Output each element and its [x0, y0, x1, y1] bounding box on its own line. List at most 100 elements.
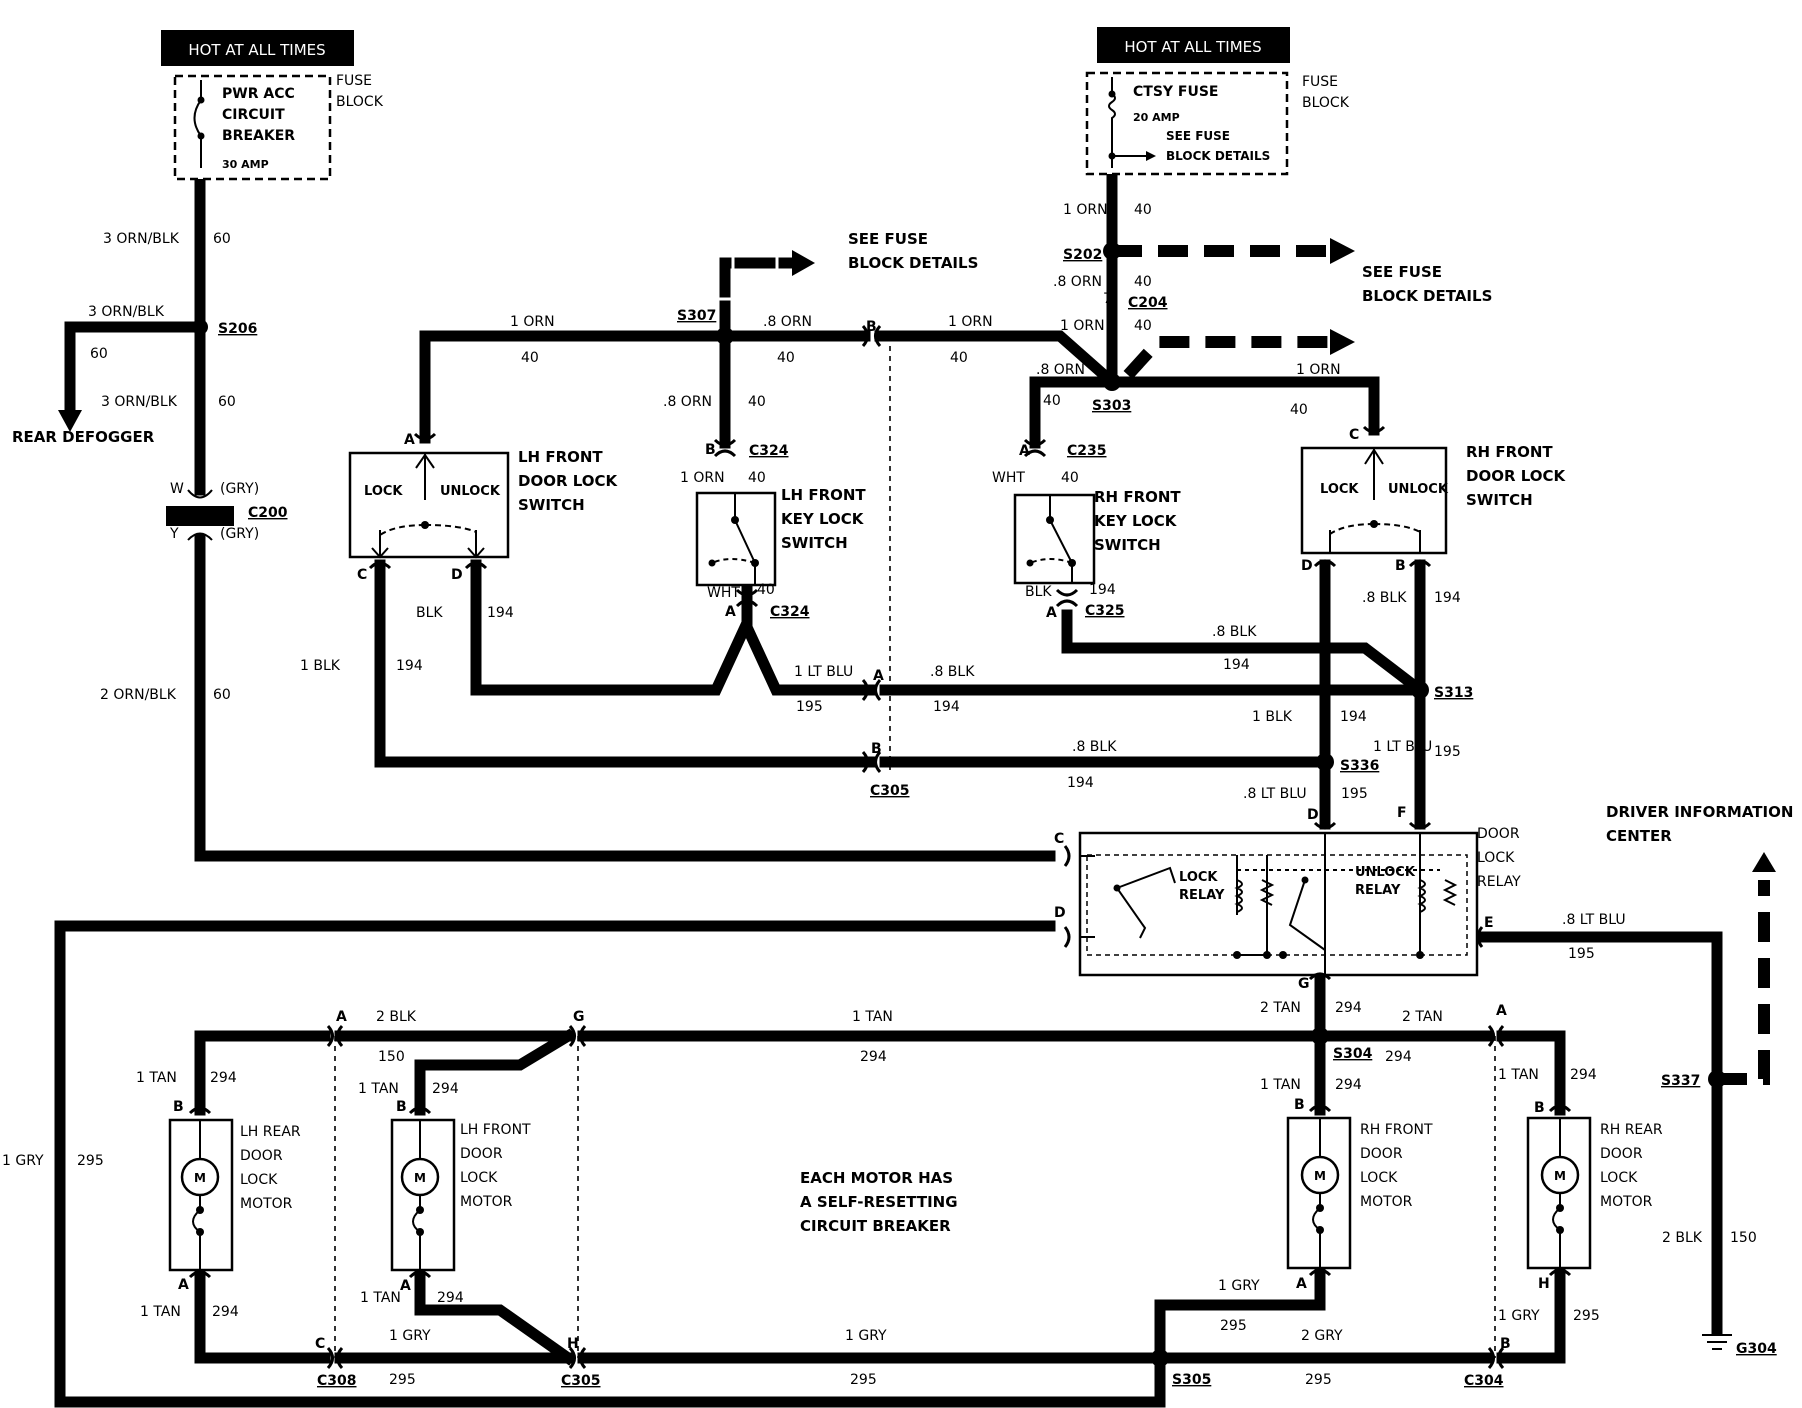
svg-text:2 TAN: 2 TAN — [1402, 1009, 1443, 1025]
svg-text:1 ORN: 1 ORN — [1063, 202, 1108, 218]
wire-40-s303-out — [1123, 336, 1330, 380]
svg-text:194: 194 — [1434, 590, 1461, 606]
svg-text:194: 194 — [1223, 657, 1250, 673]
svg-text:.8 BLK: .8 BLK — [1212, 624, 1257, 640]
svg-text:B: B — [1294, 1097, 1305, 1113]
svg-text:.8 LT BLU: .8 LT BLU — [1243, 786, 1307, 802]
svg-text:294: 294 — [1385, 1049, 1412, 1065]
svg-text:B: B — [1500, 1336, 1511, 1352]
svg-text:295: 295 — [77, 1153, 104, 1169]
svg-text:A: A — [725, 604, 736, 620]
pwr-acc-rating: 30 AMP — [222, 158, 269, 171]
svg-text:.8 ORN: .8 ORN — [663, 394, 712, 410]
svg-text:294: 294 — [212, 1304, 239, 1320]
arrow-dic — [1752, 852, 1776, 872]
svg-text:.8 BLK: .8 BLK — [1362, 590, 1407, 606]
wire-295-rh-front — [1154, 1254, 1326, 1364]
svg-text:D: D — [1054, 905, 1066, 921]
svg-text:A: A — [873, 668, 884, 684]
svg-text:D: D — [1301, 558, 1313, 574]
svg-text:1 GRY: 1 GRY — [1218, 1278, 1260, 1294]
svg-text:M: M — [1554, 1169, 1566, 1183]
wire-294-lh-front — [414, 1028, 576, 1116]
svg-text:1 GRY: 1 GRY — [2, 1153, 44, 1169]
svg-text:1 TAN: 1 TAN — [358, 1081, 399, 1097]
svg-text:1 ORN: 1 ORN — [1060, 318, 1105, 334]
svg-text:195: 195 — [796, 699, 823, 715]
svg-text:1 TAN: 1 TAN — [140, 1304, 181, 1320]
svg-text:40: 40 — [950, 350, 968, 366]
svg-text:1 TAN: 1 TAN — [852, 1009, 893, 1025]
svg-text:S336: S336 — [1340, 758, 1379, 774]
svg-text:A: A — [178, 1277, 189, 1293]
svg-text:295: 295 — [1220, 1318, 1247, 1334]
svg-text:150: 150 — [1730, 1230, 1757, 1246]
svg-text:C325: C325 — [1085, 603, 1125, 619]
svg-text:40: 40 — [1134, 274, 1152, 290]
svg-text:H: H — [1538, 1276, 1550, 1292]
wire-194-rh-key — [1061, 609, 1428, 698]
svg-text:M: M — [414, 1171, 426, 1185]
svg-text:194: 194 — [396, 658, 423, 674]
svg-text:40: 40 — [521, 350, 539, 366]
svg-text:C324: C324 — [770, 604, 810, 620]
rh-front-door-lock-motor: M — [1286, 1116, 1352, 1270]
svg-text:294: 294 — [1335, 1077, 1362, 1093]
svg-text:60: 60 — [90, 346, 108, 362]
svg-text:A: A — [1046, 605, 1057, 621]
svg-text:294: 294 — [1335, 1000, 1362, 1016]
defogger-arrow — [58, 410, 82, 432]
lh-front-door-lock-motor: M — [390, 1118, 456, 1272]
svg-text:B: B — [705, 442, 716, 458]
svg-text:G304: G304 — [1736, 1341, 1777, 1357]
svg-text:A: A — [1019, 443, 1030, 459]
svg-text:40: 40 — [1134, 202, 1152, 218]
svg-text:G: G — [573, 1009, 585, 1025]
svg-text:1 LT BLU: 1 LT BLU — [1373, 739, 1432, 755]
svg-text:1 TAN: 1 TAN — [1498, 1067, 1539, 1083]
svg-text:.8 ORN: .8 ORN — [1036, 362, 1085, 378]
svg-text:S206: S206 — [218, 321, 257, 337]
svg-text:1 ORN: 1 ORN — [680, 470, 725, 486]
svg-text:WHT: WHT — [707, 585, 740, 601]
svg-text:C235: C235 — [1067, 443, 1107, 459]
svg-text:2 TAN: 2 TAN — [1260, 1000, 1301, 1016]
arrow-s202 — [1330, 238, 1355, 264]
svg-text:3 ORN/BLK: 3 ORN/BLK — [103, 231, 180, 247]
svg-text:60: 60 — [213, 231, 231, 247]
svg-text:LOCK: LOCK — [364, 484, 403, 499]
wire-40-mid — [874, 330, 1120, 390]
svg-text:1 GRY: 1 GRY — [1498, 1308, 1540, 1324]
svg-text:C324: C324 — [749, 443, 789, 459]
svg-text:40: 40 — [757, 582, 775, 598]
svg-text:M: M — [194, 1171, 206, 1185]
wire-40-rh-key — [1029, 376, 1118, 449]
svg-text:S303: S303 — [1092, 398, 1131, 414]
svg-text:1 ORN: 1 ORN — [1296, 362, 1341, 378]
connector-symbols — [188, 324, 1572, 1370]
svg-text:C: C — [1349, 427, 1359, 443]
wire-labels: 3 ORN/BLK 60 3 ORN/BLK 60 3 ORN/BLK 60 W… — [2, 202, 1757, 1388]
wire-40-lh — [419, 330, 871, 444]
svg-text:C: C — [315, 1336, 325, 1352]
svg-text:60: 60 — [218, 394, 236, 410]
svg-text:194: 194 — [487, 605, 514, 621]
svg-text:C: C — [357, 567, 367, 583]
svg-text:B: B — [871, 741, 882, 757]
svg-text:BLK: BLK — [416, 605, 443, 621]
svg-text:S307: S307 — [677, 308, 716, 324]
svg-text:M: M — [1314, 1169, 1326, 1183]
svg-text:UNLOCK: UNLOCK — [1388, 482, 1449, 497]
svg-text:C305: C305 — [870, 783, 910, 799]
